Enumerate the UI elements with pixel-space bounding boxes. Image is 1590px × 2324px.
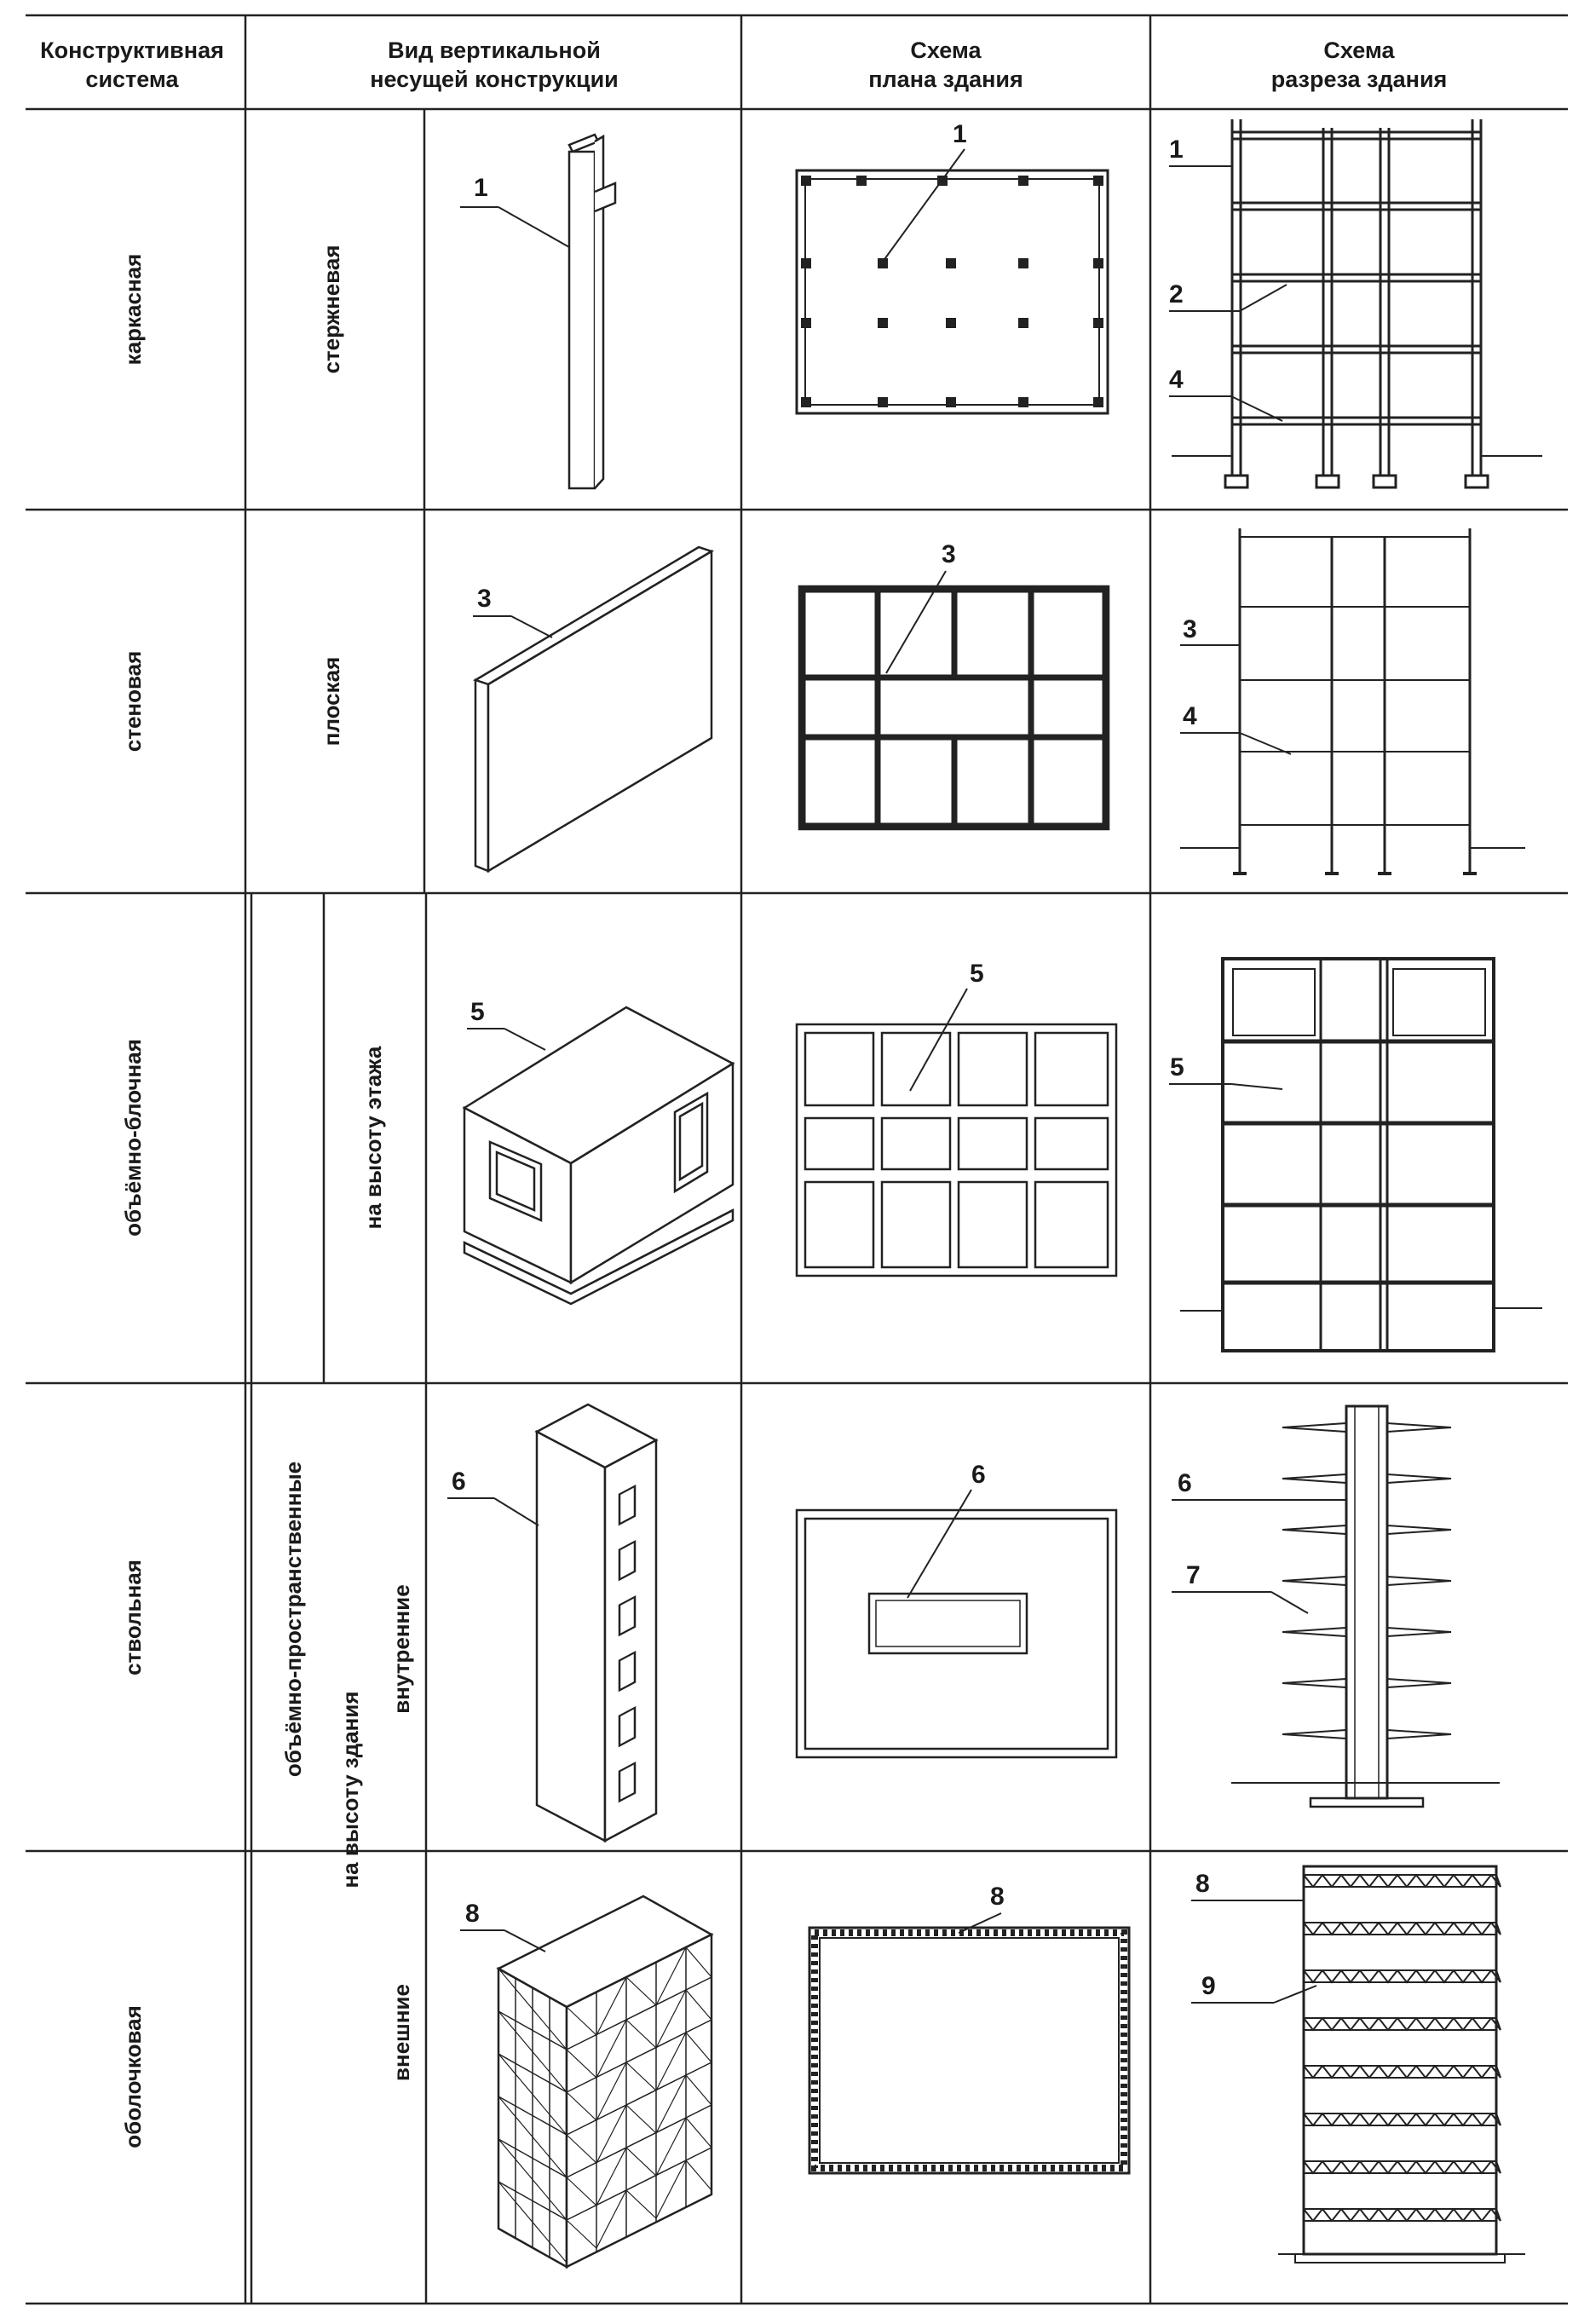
core-section: [1231, 1404, 1500, 1808]
table-header: Конструктивная система Вид вертикальной …: [40, 37, 1447, 92]
header-plan-line1: Схема: [910, 37, 982, 63]
truss-lines: [1303, 2160, 1501, 2175]
wall-plan: [798, 585, 1110, 831]
callout-4-slab-wall: 4: [1183, 702, 1197, 730]
callout-6-core: 6: [452, 1468, 466, 1496]
truss-band: [1303, 2208, 1501, 2223]
header-element-line1: Вид вертикальной: [388, 37, 601, 63]
group-label-spatial: объёмно-пространственные: [280, 1462, 306, 1777]
shell-plan: [808, 1926, 1131, 2175]
element-label-frame: стержневая: [319, 245, 344, 373]
truss-band: [1303, 2065, 1501, 2079]
system-label-wall: стеновая: [120, 651, 146, 753]
truss-band: [1303, 2160, 1501, 2175]
callout-2-crossbar: 2: [1169, 280, 1184, 309]
truss-lines: [1303, 2208, 1501, 2223]
truss-band: [1303, 1969, 1501, 1984]
callout-9-truss: 9: [1201, 1972, 1216, 2000]
truss-lines: [1303, 2113, 1501, 2127]
table-grid: [26, 14, 1568, 2305]
truss-lines: [1303, 1969, 1501, 1984]
truss-lines: [1303, 2017, 1501, 2032]
row-labels: каркасная стержневая стеновая плоская об…: [120, 245, 414, 2148]
callout-6-section: 6: [1178, 1469, 1192, 1497]
truss-band: [1303, 1922, 1501, 1936]
group-label-full-height: на высоту здания: [337, 1691, 363, 1888]
callout-6-plan: 6: [971, 1461, 986, 1489]
header-system-line1: Конструктивная: [40, 37, 224, 63]
element-label-external: внешние: [389, 1984, 414, 2081]
truss-band: [1303, 1874, 1501, 1889]
wall-panel-drawing: [473, 545, 714, 874]
element-label-floor-height: на высоту этажа: [360, 1046, 386, 1229]
system-label-volume-block: объёмно-блочная: [120, 1039, 146, 1237]
truss-band: [1303, 2113, 1501, 2127]
truss-lines: [1303, 1874, 1501, 1889]
header-system-line2: система: [85, 66, 179, 92]
wall-section: [1180, 528, 1525, 875]
shell-section-trusses: [1303, 1874, 1501, 2223]
callout-5-plan: 5: [970, 960, 984, 988]
frame-plan: [795, 169, 1109, 415]
truss-lines: [1303, 1922, 1501, 1936]
shell-element-drawing: [496, 1894, 714, 2269]
header-plan-line2: плана здания: [868, 66, 1023, 92]
truss-lines: [1303, 2065, 1501, 2079]
header-element-line2: несущей конструкции: [370, 66, 619, 92]
header-section-line1: Схема: [1323, 37, 1395, 63]
system-label-shell: оболочковая: [120, 2005, 146, 2148]
callout-4-slab-frame: 4: [1169, 366, 1184, 394]
callout-5-section: 5: [1170, 1053, 1184, 1081]
header-section-line2: разреза здания: [1271, 66, 1448, 92]
plan-columns: [801, 176, 1103, 407]
callout-1-column: 1: [474, 174, 488, 202]
volume-block-drawing: [462, 1006, 735, 1306]
callout-3-section: 3: [1183, 615, 1197, 643]
volume-block-plan: [795, 1023, 1118, 1277]
core-plan: [795, 1508, 1118, 1759]
frame-section: [1172, 119, 1542, 489]
core-element-drawing: [534, 1403, 659, 1843]
callout-8-section: 8: [1195, 1870, 1210, 1898]
callout-1-section: 1: [1169, 136, 1184, 164]
callout-3-plan: 3: [942, 540, 956, 568]
element-label-internal: внутренние: [389, 1584, 414, 1713]
callout-1-plan: 1: [953, 120, 967, 148]
column-element-drawing: [567, 133, 617, 490]
callout-7-cantilever: 7: [1186, 1561, 1201, 1589]
system-label-frame: каркасная: [120, 254, 146, 366]
system-label-core: ствольная: [120, 1560, 146, 1675]
callout-8-shell: 8: [465, 1900, 480, 1928]
element-label-wall: плоская: [319, 657, 344, 747]
callout-3-wall: 3: [477, 585, 492, 613]
callout-8-plan: 8: [990, 1883, 1005, 1911]
truss-band: [1303, 2017, 1501, 2032]
shell-section: [1278, 1865, 1525, 2263]
callout-5-block: 5: [470, 998, 485, 1026]
volume-block-section: [1180, 957, 1542, 1352]
